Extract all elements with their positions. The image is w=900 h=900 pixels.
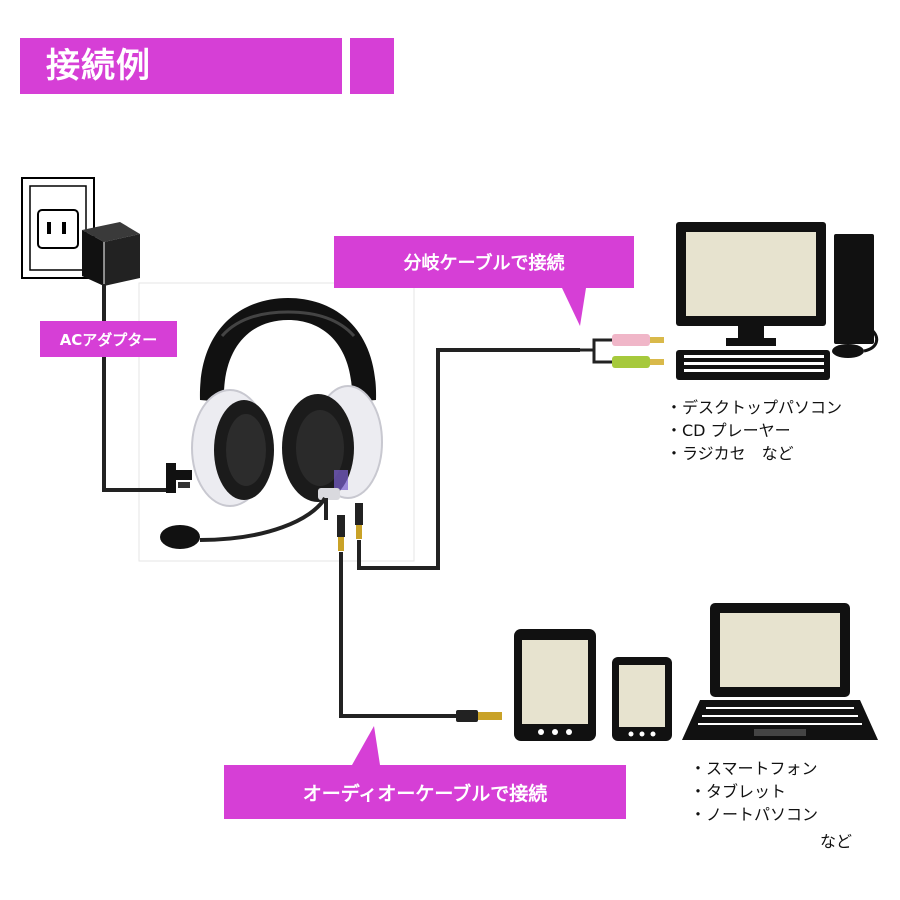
header-bar (20, 38, 342, 94)
callout-pointer (352, 726, 380, 765)
list-item: ・スマートフォン (690, 759, 818, 778)
laptop-icon (682, 603, 878, 740)
list-item: ・タブレット (690, 782, 787, 801)
audio-cable-callout: オーディオーケーブルで接続 (224, 765, 626, 819)
list-item: ・デスクトップパソコン (666, 398, 843, 417)
splitter-plug-icon (580, 334, 664, 368)
callout-pointer (562, 288, 586, 326)
headset-icon (191, 298, 383, 520)
page-title: 接続例 (46, 46, 151, 86)
audio-plug-icon (337, 503, 363, 551)
tablet-icon (514, 629, 596, 741)
branch-cable-callout: 分岐ケーブルで接続 (334, 236, 634, 288)
smartphone-icon (612, 657, 672, 741)
header-accent (350, 38, 394, 94)
list-suffix: など (820, 832, 853, 851)
ac-adapter-label: ACアダプター (40, 321, 177, 357)
headset-photo-frame (138, 282, 415, 562)
desktop-pc-icon (676, 222, 879, 380)
audio-plug-icon (456, 710, 502, 722)
mobile-device-list: ・スマートフォン ・タブレット ・ノートパソコン (690, 757, 818, 826)
desktop-device-list: ・デスクトップパソコン ・CD プレーヤー ・ラジカセ など (666, 396, 842, 465)
list-item: ・ラジカセ など (666, 444, 794, 463)
microphone-icon (160, 496, 327, 549)
list-item: ・ノートパソコン (690, 805, 819, 824)
dc-plug-icon (166, 463, 192, 493)
list-item: ・CD プレーヤー (666, 421, 791, 440)
